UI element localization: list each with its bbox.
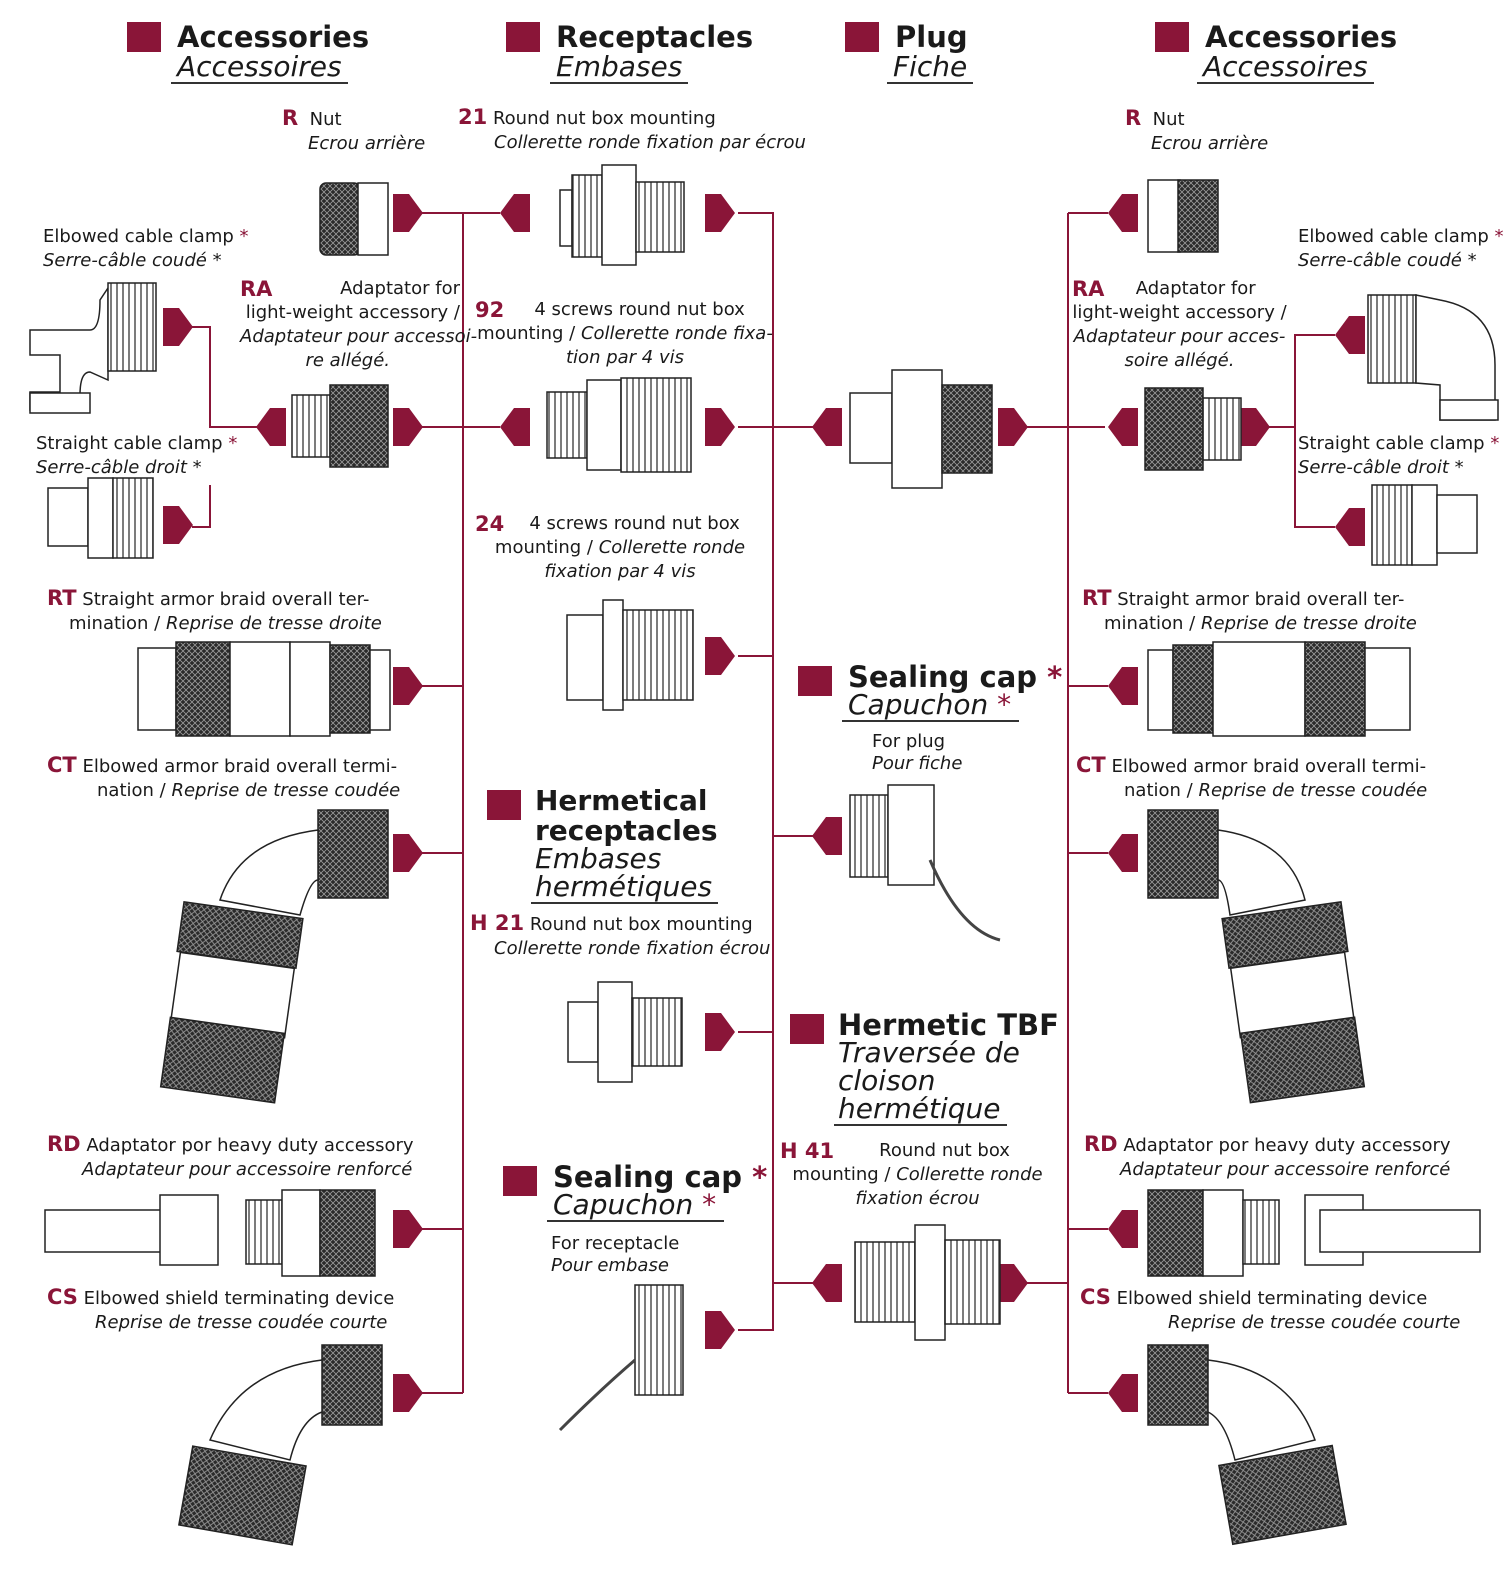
ct-right-drawing (1147, 809, 1366, 1104)
label-ct-right: CT Elbowed armor braid overall termi- na… (1076, 753, 1428, 801)
rd-right-drawing (1147, 1189, 1481, 1277)
header-fr: Fiche (887, 52, 974, 84)
ct-left-drawing (159, 809, 389, 1104)
nut-right-drawing (1147, 179, 1219, 253)
section-hermetic-tbf: Hermetic TBF Traversée de cloison hermét… (790, 1010, 1060, 1128)
receptacle-h21-drawing (567, 981, 683, 1083)
header-receptacles: Receptacles Embases (506, 22, 766, 84)
header-fr: Embases (550, 52, 689, 84)
elbowed-clamp-right-drawing (1367, 294, 1499, 421)
label-rd-right: RD Adaptator por heavy duty accessory Ad… (1084, 1132, 1451, 1180)
cs-left-drawing (178, 1344, 383, 1546)
label-rt-left: RT Straight armor braid overall ter- min… (47, 586, 382, 634)
elbowed-clamp-left-drawing (29, 282, 157, 414)
label-cs-right: CS Elbowed shield terminating device Rep… (1080, 1285, 1461, 1333)
receptacle-21-drawing (559, 164, 685, 266)
plug-drawing (849, 369, 993, 489)
header-en: Receptacles (556, 20, 754, 54)
adaptor-ra-left-drawing (291, 384, 389, 468)
label-receptacle-21: 21 Round nut box mounting Collerette ron… (458, 105, 806, 153)
rt-right-drawing (1147, 641, 1411, 737)
cs-right-drawing (1147, 1344, 1347, 1546)
header-en: Accessories (177, 20, 370, 54)
label-elbowed-clamp-right: Elbowed cable clamp * Serre-câble coudé … (1298, 226, 1504, 271)
adaptor-ra-right-drawing (1144, 387, 1242, 471)
header-fr: Accessoires (171, 52, 348, 84)
label-straight-clamp-left: Straight cable clamp * Serre-câble droit… (36, 433, 238, 478)
section-sealing-cap-plug: Sealing cap * Capuchon * For plug Pour f… (798, 662, 1068, 777)
label-rt-right: RT Straight armor braid overall ter- min… (1082, 586, 1417, 634)
nut-left-drawing (319, 182, 389, 256)
header-en: Accessories (1205, 20, 1398, 54)
rd-left-drawing (44, 1189, 376, 1277)
label-straight-clamp-right: Straight cable clamp * Serre-câble droit… (1298, 433, 1500, 478)
label-elbowed-clamp-left: Elbowed cable clamp * Serre-câble coudé … (43, 226, 249, 271)
header-accessories-right: Accessories Accessoires (1155, 22, 1415, 84)
tbf-h41-drawing (854, 1224, 1001, 1341)
label-r-right: R Nut Ecrou arrière (1125, 106, 1269, 154)
sealing-cap-receptacle-drawing (558, 1284, 684, 1432)
header-fr: Accessoires (1197, 52, 1374, 84)
rt-left-drawing (137, 641, 391, 737)
label-r-left: R Nut Ecrou arrière (282, 106, 426, 154)
label-cs-left: CS Elbowed shield terminating device Rep… (47, 1285, 395, 1333)
header-plug: Plug Fiche (845, 22, 1005, 84)
section-sealing-cap-receptacle: Sealing cap * Capuchon * For receptacle … (503, 1162, 773, 1277)
header-accessories-left: Accessories Accessoires (127, 22, 387, 84)
straight-clamp-right-drawing (1371, 484, 1478, 566)
header-en: Plug (895, 20, 968, 54)
straight-clamp-left-drawing (47, 477, 154, 559)
section-hermetical-receptacles: Hermetical receptacles Embases hermétiqu… (487, 786, 747, 906)
label-ct-left: CT Elbowed armor braid overall termi- na… (47, 753, 401, 801)
receptacle-24-drawing (566, 599, 694, 711)
receptacle-92-drawing (546, 377, 692, 473)
sealing-cap-plug-drawing (849, 784, 1001, 942)
label-rd-left: RD Adaptator por heavy duty accessory Ad… (47, 1132, 414, 1180)
label-receptacle-h21: H 21 Round nut box mounting Collerette r… (470, 911, 771, 959)
